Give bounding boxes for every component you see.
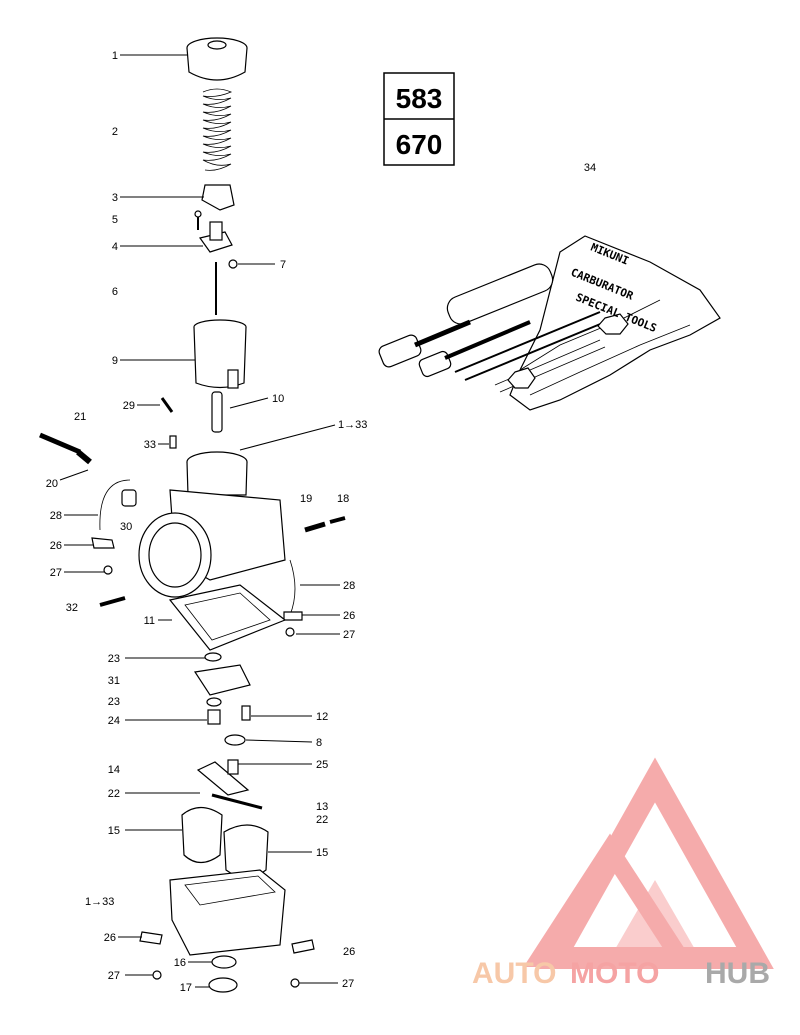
callout-25: 25 [316, 759, 328, 771]
callout-1-to-33-top: 1→33 [338, 419, 367, 431]
watermark-auto: AUTO [472, 957, 556, 990]
callout-7: 7 [280, 259, 286, 271]
leader-lines [59, 54, 340, 988]
callout-18: 18 [337, 493, 349, 505]
callout-29: 29 [123, 400, 135, 412]
callout-6: 6 [112, 286, 118, 298]
callout-9: 9 [112, 355, 118, 367]
callout-14: 14 [108, 764, 120, 776]
watermark-hub: HUB [705, 957, 770, 990]
callout-27-right: 27 [343, 629, 355, 641]
watermark-moto: MOTO [570, 957, 659, 990]
callout-12: 12 [316, 711, 328, 723]
callout-17: 17 [180, 982, 192, 994]
carburetor-parts [39, 37, 346, 993]
callout-16: 16 [174, 957, 186, 969]
callout-26-bottom-left: 26 [104, 932, 116, 944]
callout-8: 8 [316, 737, 322, 749]
callout-23-lower: 23 [108, 696, 120, 708]
callout-33: 33 [144, 439, 156, 451]
callout-15-right: 15 [316, 847, 328, 859]
callout-21: 21 [74, 411, 86, 423]
callout-22-right: 22 [316, 814, 328, 826]
callout-10: 10 [272, 393, 284, 405]
callout-numbers: 1 2 3 5 4 7 6 9 29 10 21 1→33 33 20 19 1… [46, 50, 596, 994]
callout-2: 2 [112, 126, 118, 138]
callout-20: 20 [46, 478, 58, 490]
callout-5: 5 [112, 214, 118, 226]
watermark-logo [523, 757, 774, 969]
callout-26-left: 26 [50, 540, 62, 552]
callout-3: 3 [112, 192, 118, 204]
special-tools-kit: MIKUNI CARBURATOR SPECIAL TOOLS [378, 235, 721, 411]
callout-32: 32 [66, 602, 78, 614]
callout-4: 4 [112, 241, 118, 253]
callout-26-right: 26 [343, 610, 355, 622]
callout-27-bottom-left: 27 [108, 970, 120, 982]
callout-22-left: 22 [108, 788, 120, 800]
model-number-box: 583 670 [383, 72, 455, 166]
callout-34: 34 [584, 162, 596, 174]
callout-24: 24 [108, 715, 120, 727]
callout-1: 1 [112, 50, 118, 62]
callout-28-right: 28 [343, 580, 355, 592]
model-583: 583 [396, 83, 443, 114]
callout-15-left: 15 [108, 825, 120, 837]
callout-1-to-33-bottom: 1→33 [85, 896, 114, 908]
callout-27-bottom-right: 27 [342, 978, 354, 990]
callout-26-bottom-right: 26 [343, 946, 355, 958]
model-670: 670 [396, 129, 443, 160]
callout-31: 31 [108, 675, 120, 687]
callout-30: 30 [120, 521, 132, 533]
callout-27-left: 27 [50, 567, 62, 579]
callout-23-upper: 23 [108, 653, 120, 665]
callout-13: 13 [316, 801, 328, 813]
callout-19: 19 [300, 493, 312, 505]
watermark-text: AUTO MOTO HUB [472, 957, 770, 990]
callout-28-left: 28 [50, 510, 62, 522]
callout-11: 11 [144, 615, 155, 627]
